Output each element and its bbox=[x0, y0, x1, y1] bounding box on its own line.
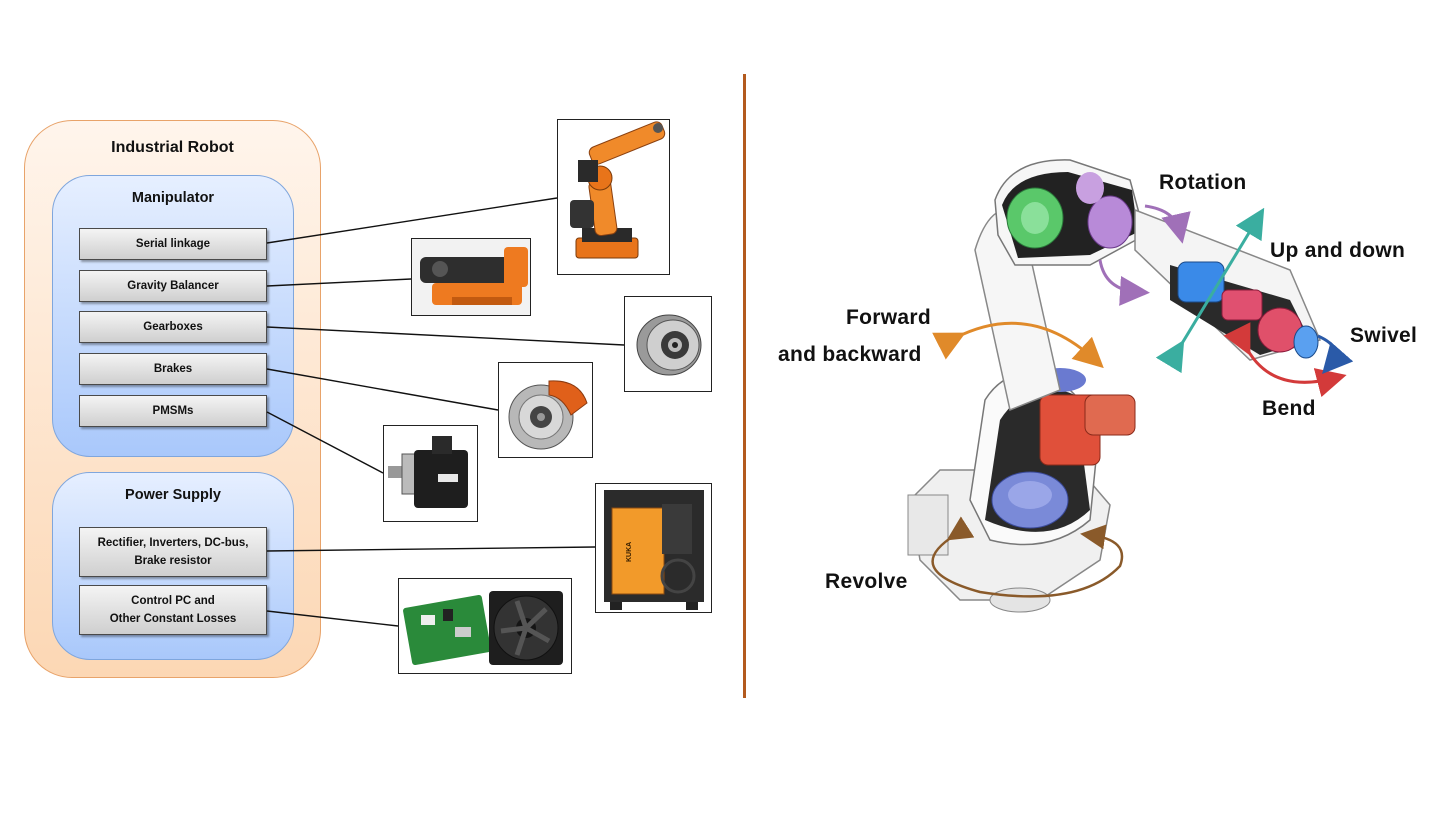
component-pmsms: PMSMs bbox=[79, 395, 267, 427]
component-control-pc: Control PC and Other Constant Losses bbox=[79, 585, 267, 635]
component-rectifier: Rectifier, Inverters, DC-bus, Brake resi… bbox=[79, 527, 267, 577]
component-gravity-balancer: Gravity Balancer bbox=[79, 270, 267, 302]
robot-cutaway-illustration bbox=[907, 159, 1354, 613]
arrow-up-down bbox=[1155, 207, 1265, 374]
arrow-revolve bbox=[931, 516, 1124, 598]
connector-pmsms bbox=[266, 411, 384, 474]
arrow-forward-backward bbox=[932, 321, 1104, 369]
gearbox-photo bbox=[624, 296, 712, 392]
label-rotation: Rotation bbox=[1159, 171, 1247, 194]
power-supply-title: Power Supply bbox=[125, 487, 221, 503]
component-brakes: Brakes bbox=[79, 353, 267, 385]
arrow-rotation-bottom bbox=[1098, 259, 1150, 306]
label-swivel: Swivel bbox=[1350, 324, 1418, 347]
arrow-bend bbox=[1223, 322, 1347, 398]
connector-rectifier bbox=[266, 546, 596, 552]
component-serial-linkage: Serial linkage bbox=[79, 228, 267, 260]
industrial-robot-title: Industrial Robot bbox=[111, 139, 234, 156]
connector-serial-linkage bbox=[266, 197, 558, 244]
robot-arm-photo bbox=[557, 119, 670, 275]
connector-gravity-balancer bbox=[266, 278, 412, 287]
label-forward: Forward bbox=[846, 306, 931, 329]
connector-control-pc bbox=[266, 610, 399, 627]
manipulator-title: Manipulator bbox=[131, 190, 215, 206]
kuka-logo: KUKA bbox=[626, 541, 633, 562]
power-cabinet-photo: KUKA bbox=[595, 483, 712, 613]
control-pc-photo bbox=[398, 578, 572, 674]
arrow-swivel bbox=[1317, 334, 1354, 375]
section-divider bbox=[743, 74, 746, 698]
motor-photo bbox=[383, 425, 478, 522]
label-revolve: Revolve bbox=[825, 570, 908, 593]
brake-photo bbox=[498, 362, 593, 458]
label-and-backward: and backward bbox=[778, 343, 922, 366]
connector-brakes bbox=[266, 368, 499, 411]
gravity-balancer-photo bbox=[411, 238, 531, 316]
label-bend: Bend bbox=[1262, 397, 1316, 420]
connector-gearboxes bbox=[266, 326, 625, 346]
label-up-and-down: Up and down bbox=[1270, 239, 1406, 262]
connector-lines bbox=[266, 197, 625, 627]
component-gearboxes: Gearboxes bbox=[79, 311, 267, 343]
